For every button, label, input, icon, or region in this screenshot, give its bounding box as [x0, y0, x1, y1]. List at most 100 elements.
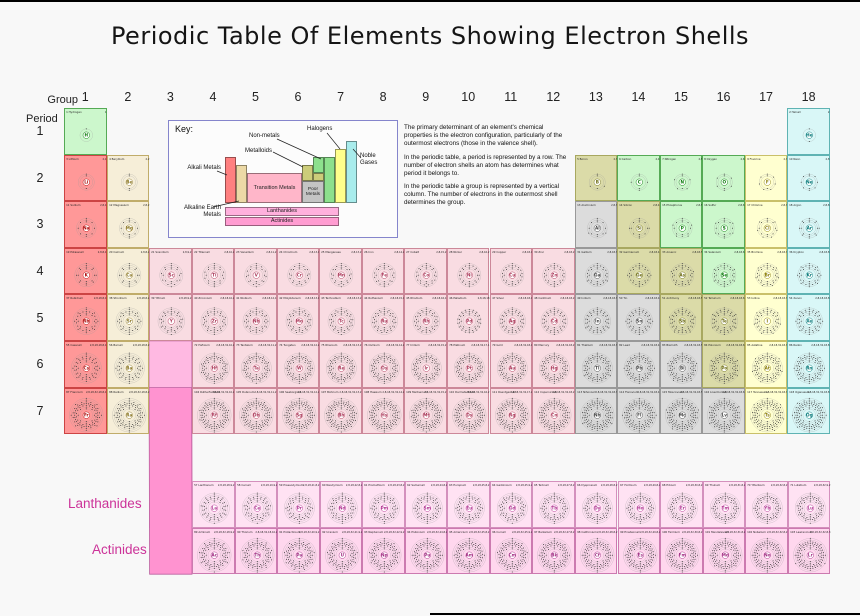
svg-text:Bi: Bi [680, 366, 685, 371]
svg-text:Os: Os [381, 366, 388, 371]
key-label-nonmetals: Non-metals [249, 133, 280, 139]
svg-text:Mg: Mg [125, 226, 132, 231]
svg-text:2,8,14,2: 2,8,14,2 [394, 250, 405, 254]
group-number-5: 5 [251, 90, 259, 104]
svg-text:2,8,18,32,11,2: 2,8,18,32,11,2 [258, 343, 277, 347]
group-number-14: 14 [631, 90, 646, 104]
description-paragraph-2: In the periodic table, a period is repre… [404, 153, 567, 177]
svg-text:Bh: Bh [339, 412, 345, 417]
svg-text:He: He [806, 133, 813, 138]
svg-text:At: At [764, 366, 769, 371]
svg-text:2,8,8,2: 2,8,8,2 [140, 250, 149, 254]
key-label-halogens: Halogens [307, 126, 333, 132]
page-title: Periodic Table Of Elements Showing Elect… [110, 22, 750, 50]
svg-text:72 Hafnium: 72 Hafnium [194, 343, 210, 347]
svg-text:Mo: Mo [296, 319, 303, 324]
svg-text:6 Carbon: 6 Carbon [619, 156, 632, 160]
key-block-metalloids [302, 165, 313, 181]
svg-text:42 Molybdenum: 42 Molybdenum [279, 296, 301, 300]
svg-text:2,8,18,13,1: 2,8,18,13,1 [305, 296, 320, 300]
svg-text:Pt: Pt [467, 366, 472, 371]
svg-text:2,8: 2,8 [826, 156, 830, 160]
svg-text:13 Aluminium: 13 Aluminium [577, 203, 596, 207]
svg-text:V: V [255, 272, 259, 277]
svg-text:Cs: Cs [84, 366, 90, 371]
svg-text:Co: Co [424, 272, 430, 277]
svg-text:Cl: Cl [765, 226, 770, 231]
period-number-7: 7 [36, 403, 44, 418]
svg-text:110 Darmstadtium: 110 Darmstadtium [449, 389, 475, 393]
svg-text:2,8,18,32,18,5: 2,8,18,32,18,5 [684, 343, 703, 347]
svg-text:2,8,18,32,32,13,2: 2,8,18,32,32,13,2 [340, 389, 363, 393]
svg-text:Re: Re [339, 366, 345, 371]
key-legend: Key: Transition Metals Poor Metals Lanth… [168, 120, 398, 238]
key-label-lanthanides: Lanthanides [267, 208, 297, 215]
svg-text:21 Scandium: 21 Scandium [151, 250, 169, 254]
key-bar-lanthanides: Lanthanides [225, 207, 339, 216]
svg-text:2,8,18,32,32,18,3: 2,8,18,32,32,18,3 [595, 389, 618, 393]
key-label-alkali-metals: Alkali Metals [187, 165, 221, 171]
svg-text:2,8,18,32,15,2: 2,8,18,32,15,2 [429, 343, 448, 347]
svg-text:87 Francium: 87 Francium [66, 389, 83, 393]
svg-text:2,8,18,18,7: 2,8,18,18,7 [773, 296, 788, 300]
lanthanides-label: Lanthanides [68, 496, 142, 511]
svg-text:2,8,18,2: 2,8,18,2 [564, 250, 575, 254]
svg-text:2,8,18,32,32,16,2: 2,8,18,32,32,16,2 [467, 389, 490, 393]
svg-text:25 Manganese: 25 Manganese [321, 250, 341, 254]
svg-text:2: 2 [828, 110, 830, 114]
svg-text:Ta: Ta [254, 366, 259, 371]
svg-text:Li: Li [84, 179, 89, 184]
svg-text:Ga: Ga [594, 272, 600, 277]
svg-text:2,3: 2,3 [613, 156, 617, 160]
svg-text:In: In [595, 319, 600, 324]
bottom-border-line [430, 613, 860, 615]
svg-text:18 Argon: 18 Argon [789, 203, 802, 207]
svg-text:73 Tantalum: 73 Tantalum [236, 343, 253, 347]
key-label-transition-metals: Transition Metals [253, 184, 296, 191]
svg-text:2,8,18,32,14,2: 2,8,18,32,14,2 [386, 343, 405, 347]
svg-text:2,8,18,18,8,1: 2,8,18,18,8,1 [90, 343, 107, 347]
svg-text:Mn: Mn [338, 272, 345, 277]
svg-text:Cu: Cu [509, 272, 515, 277]
svg-text:2,8,18,32,12,2: 2,8,18,32,12,2 [301, 343, 320, 347]
svg-text:2,8,2: 2,8,2 [143, 203, 150, 207]
period-number-3: 3 [36, 217, 44, 232]
svg-text:2,8,18,5: 2,8,18,5 [692, 250, 703, 254]
svg-text:2,8,18,32,18,4: 2,8,18,32,18,4 [641, 343, 660, 347]
svg-text:2,8,18,16,1: 2,8,18,16,1 [433, 296, 448, 300]
svg-text:1: 1 [105, 110, 107, 114]
svg-text:As: As [679, 272, 685, 277]
svg-text:C: C [638, 179, 641, 184]
svg-text:Au: Au [509, 366, 515, 371]
svg-text:Zr: Zr [211, 319, 217, 324]
svg-text:2,8,1: 2,8,1 [100, 203, 107, 207]
svg-text:2,8,18,32,18,7: 2,8,18,32,18,7 [769, 343, 788, 347]
svg-text:2,8,18,32,32,10,2: 2,8,18,32,32,10,2 [212, 389, 235, 393]
period-axis-label: Period [26, 113, 58, 125]
